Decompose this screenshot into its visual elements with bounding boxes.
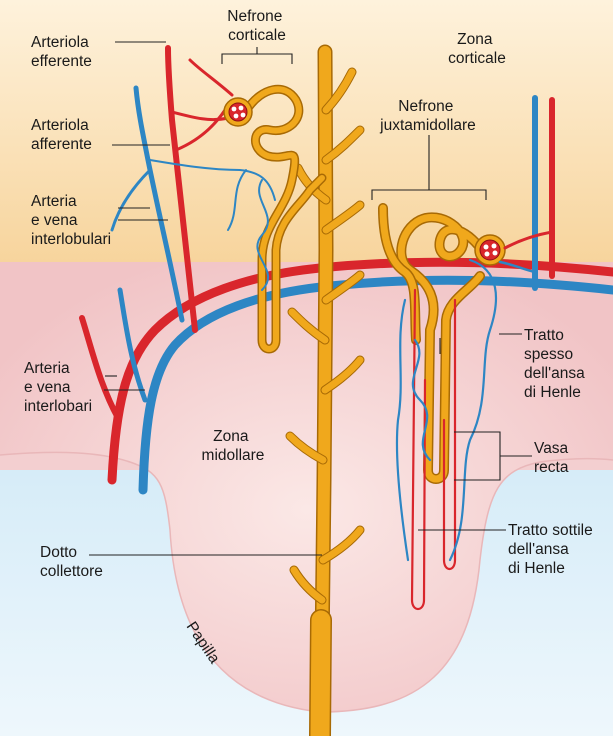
- kidney-nephron-diagram: Nefrone corticale Zona corticale Arterio…: [0, 0, 613, 736]
